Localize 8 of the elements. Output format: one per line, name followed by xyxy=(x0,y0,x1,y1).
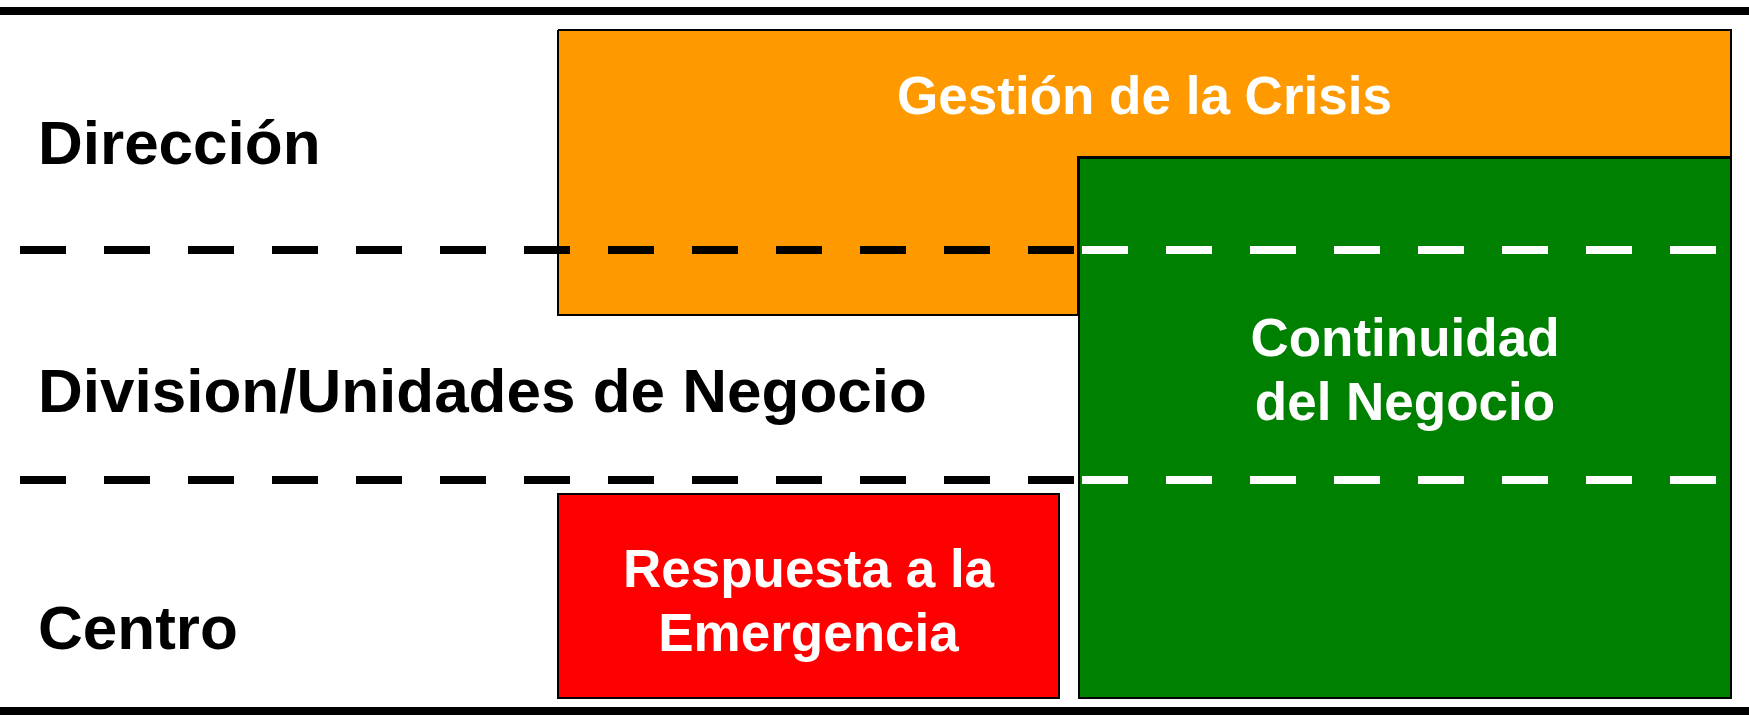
row-label: Dirección xyxy=(38,106,321,178)
box-label: Respuesta a la Emergencia xyxy=(621,538,996,664)
row-label: Division/Unidades de Negocio xyxy=(38,354,927,426)
box-label: Continuidad del Negocio xyxy=(1249,307,1561,433)
process-box xyxy=(557,493,1060,699)
process-box xyxy=(1078,157,1732,699)
row-label: Centro xyxy=(38,591,238,663)
box-label: Gestión de la Crisis xyxy=(897,65,1392,127)
